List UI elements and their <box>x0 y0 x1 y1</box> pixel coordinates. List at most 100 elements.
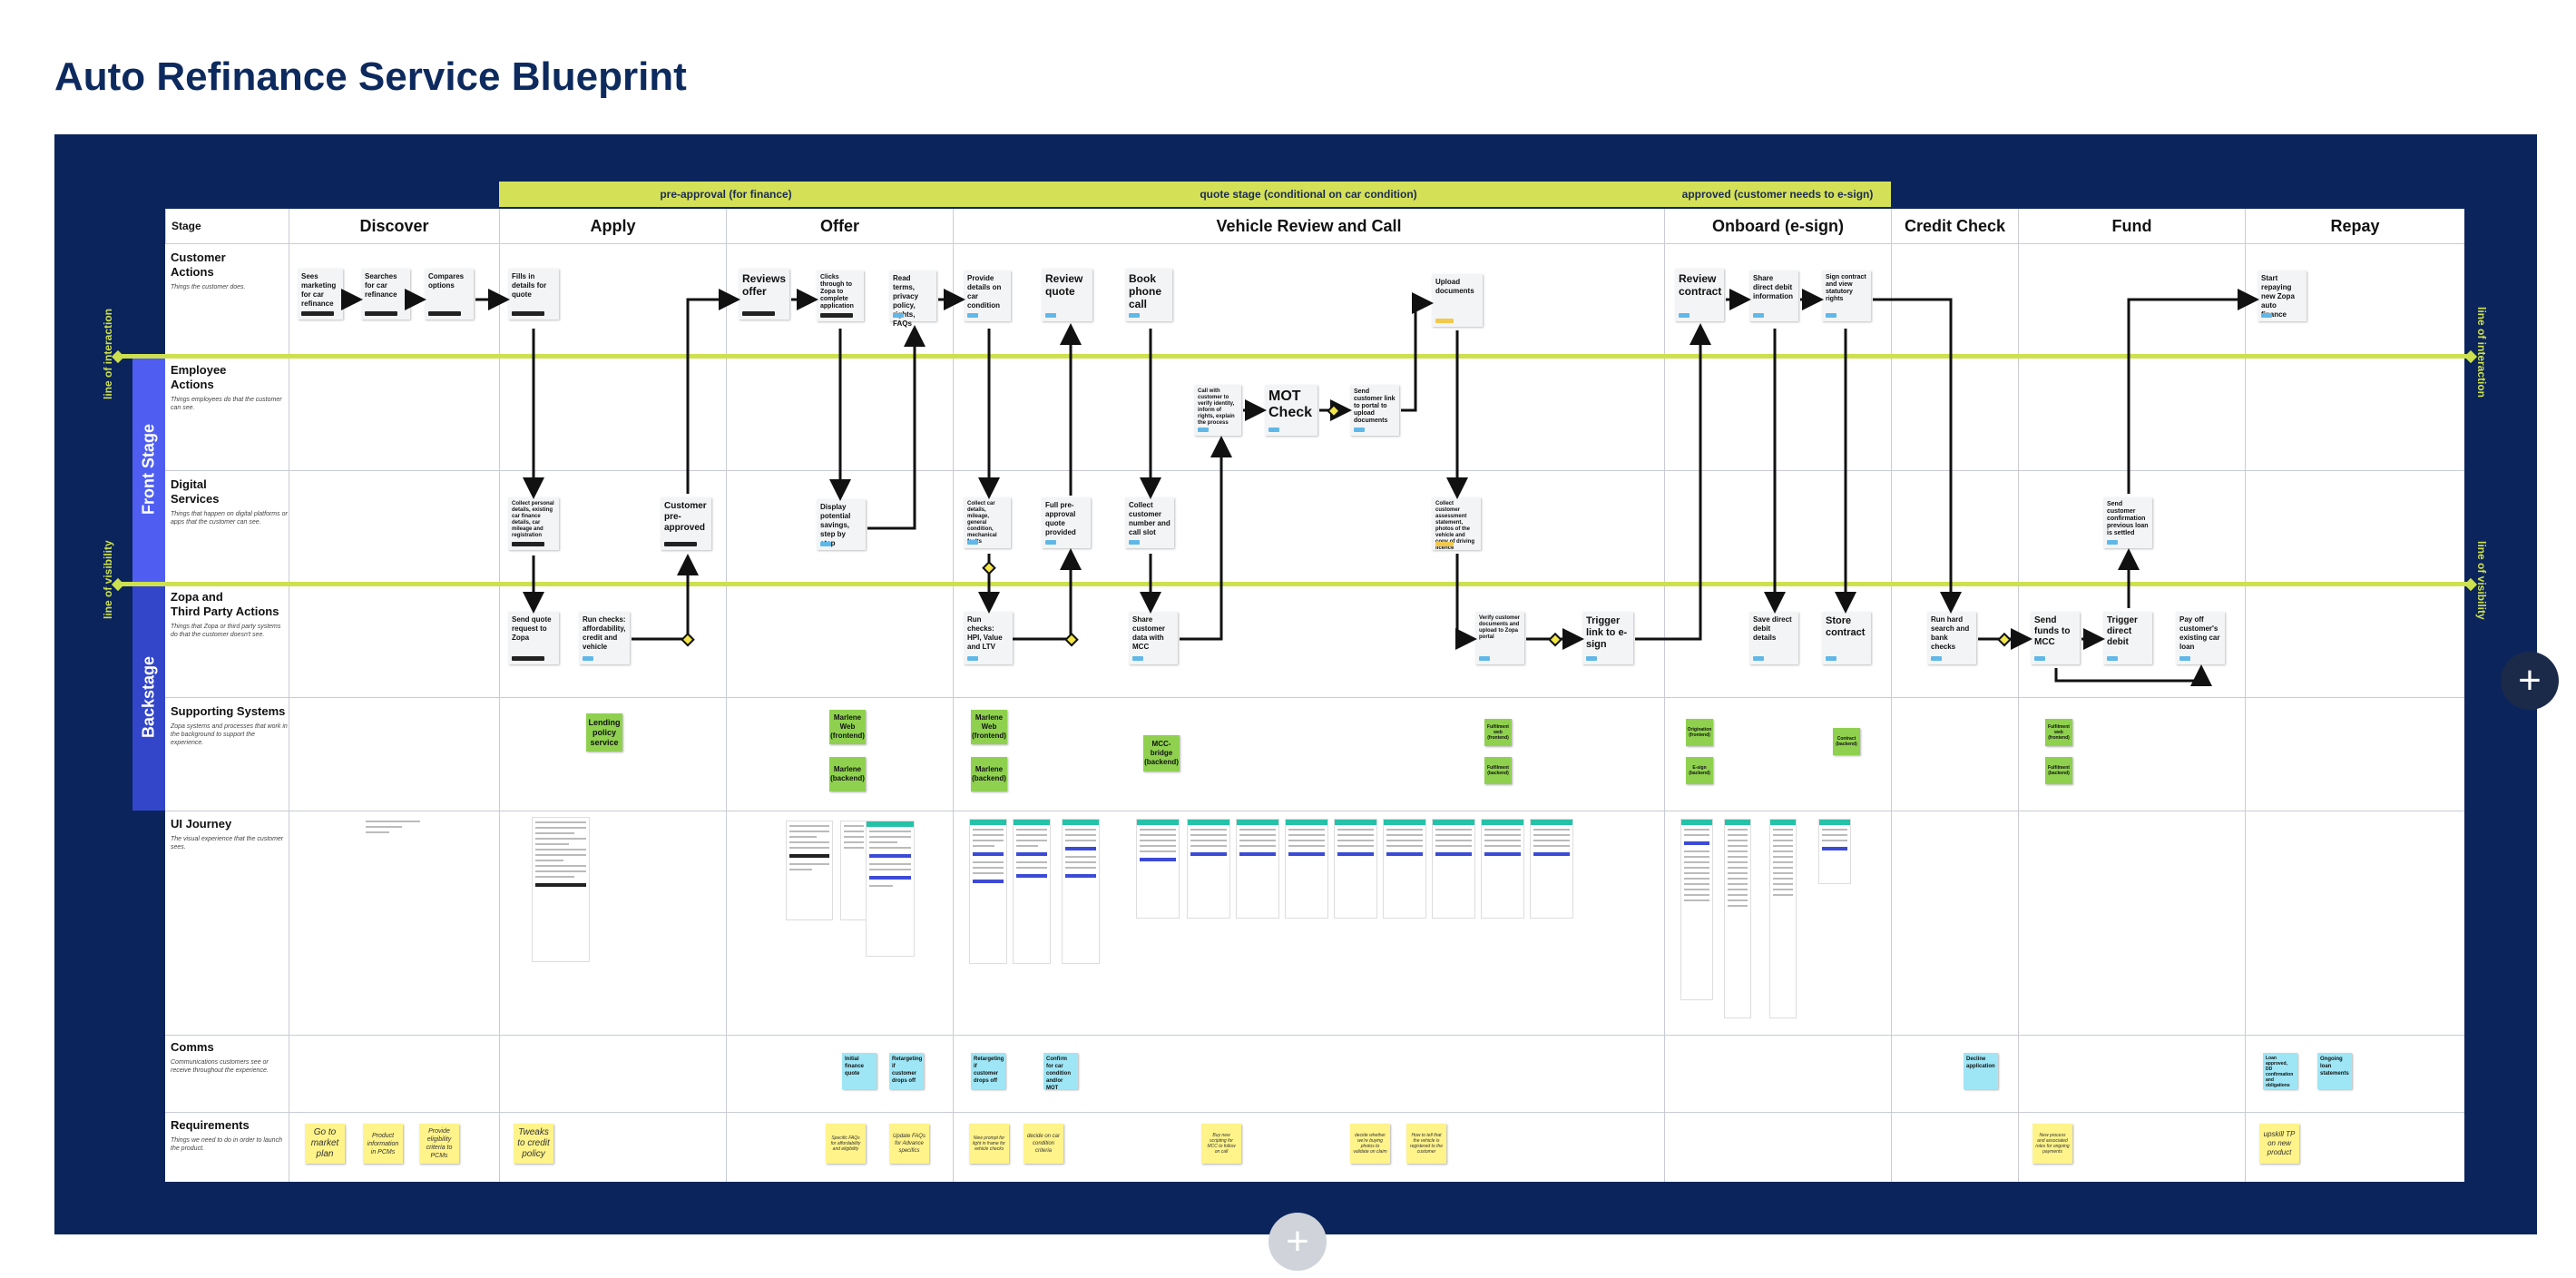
sticky-supporting[interactable]: E-sign (backend) <box>1686 757 1713 784</box>
card-customer-action[interactable]: Start repaying new Zopa auto finance <box>2258 270 2307 321</box>
sticky-supporting[interactable]: Fulfilment (backend) <box>1484 757 1512 784</box>
ui-screen-mockup[interactable] <box>1769 819 1797 1018</box>
sticky-supporting[interactable]: MCC-bridge (backend) <box>1143 735 1180 772</box>
sticky-requirement[interactable]: Tweaks to credit policy <box>514 1124 553 1164</box>
card-digital-service[interactable]: Collect personal details, existing car f… <box>508 497 559 550</box>
ui-screen-mockup[interactable] <box>1432 819 1475 919</box>
card-customer-action[interactable]: Fills in details for quote <box>508 269 559 320</box>
card-digital-service[interactable]: Display potential savings, step by step <box>817 499 866 550</box>
card-digital-service[interactable]: Collect car details, mileage, general co… <box>964 497 1011 548</box>
ui-screen-mockup[interactable] <box>1530 819 1573 919</box>
card-zopa-action[interactable]: Store contract <box>1822 612 1871 664</box>
sticky-supporting[interactable]: Marlene (backend) <box>971 757 1007 791</box>
card-zopa-action[interactable]: Pay off customer's existing car loan <box>2176 612 2225 664</box>
card-digital-service[interactable]: Customer pre-approved <box>661 497 711 550</box>
add-row-plus-icon[interactable]: + <box>1268 1213 1327 1271</box>
card-customer-action[interactable]: Book phone call <box>1125 269 1172 321</box>
card-customer-action[interactable]: Provide details on car condition <box>964 270 1011 321</box>
card-employee-action[interactable]: MOT Check <box>1265 385 1317 436</box>
sticky-supporting[interactable]: Fulfilment web (frontend) <box>1484 719 1512 746</box>
sticky-requirement[interactable]: upskill TP on new product <box>2259 1124 2299 1164</box>
sticky-requirement[interactable]: New prompt for light in frame for vehicl… <box>969 1124 1009 1164</box>
ui-screen-mockup[interactable] <box>1136 819 1180 919</box>
card-employee-action[interactable]: Call with customer to verify identity, i… <box>1194 385 1241 436</box>
card-employee-action[interactable]: Send customer link to portal to upload d… <box>1350 385 1399 436</box>
card-customer-action[interactable]: Searches for car refinance <box>361 269 410 320</box>
sticky-requirement[interactable]: Provide eligibility criteria to PCMs <box>419 1124 459 1164</box>
arrow <box>1013 548 1082 641</box>
sticky-requirement[interactable]: Go to market plan <box>305 1124 345 1164</box>
card-customer-action[interactable]: Sign contract and view statutory rights <box>1822 270 1871 321</box>
sticky-requirement[interactable]: decide on car condition criteria <box>1024 1124 1063 1164</box>
sticky-requirement[interactable]: Specific FAQs for affordability and elig… <box>826 1124 866 1164</box>
sticky-supporting[interactable]: Marlene Web (frontend) <box>971 710 1007 744</box>
card-customer-action[interactable]: Compares options <box>425 269 474 320</box>
card-digital-service[interactable]: Collect customer assessment statement, p… <box>1432 497 1481 551</box>
sticky-supporting[interactable]: Marlene Web (frontend) <box>829 710 866 744</box>
card-zopa-action[interactable]: Send funds to MCC <box>2031 612 2080 664</box>
card-customer-action[interactable]: Reviews offer <box>739 269 789 320</box>
stage-discover: Discover <box>289 209 499 243</box>
sticky-comms[interactable]: Ongoing loan statements <box>2317 1053 2352 1089</box>
ui-screen-mockup[interactable] <box>866 821 915 957</box>
card-customer-action[interactable]: Sees marketing for car refinance <box>298 269 343 320</box>
ui-screen-mockup[interactable] <box>786 821 833 920</box>
card-zopa-action[interactable]: Run checks: HPI, Value and LTV <box>964 612 1013 664</box>
card-digital-service[interactable]: Full pre-approval quote provided <box>1042 497 1091 548</box>
sticky-comms[interactable]: Decline application <box>1964 1053 1998 1089</box>
ui-screen-mockup[interactable] <box>1236 819 1279 919</box>
sticky-requirement[interactable]: New process and associated roles for ong… <box>2032 1124 2072 1164</box>
card-zopa-action[interactable]: Send quote request to Zopa <box>508 612 559 664</box>
card-digital-service[interactable]: Send customer confirmation previous loan… <box>2103 497 2152 548</box>
ui-screen-mockup[interactable] <box>532 817 590 962</box>
ui-screen-mockup[interactable] <box>1334 819 1377 919</box>
ui-screen-mockup[interactable] <box>1285 819 1328 919</box>
sticky-comms[interactable]: Retargeting if customer drops off <box>971 1053 1005 1089</box>
sticky-supporting[interactable]: Origination (frontend) <box>1686 719 1713 746</box>
front-stage-bar: Front Stage <box>132 356 165 583</box>
sticky-comms[interactable]: Initial finance quote <box>842 1053 877 1089</box>
card-zopa-action[interactable]: Run checks: affordability, credit and ve… <box>579 612 630 664</box>
stage-onboard: Onboard (e-sign) <box>1664 209 1891 243</box>
sticky-requirement[interactable]: decide whether we're buying photos to va… <box>1350 1124 1390 1164</box>
ui-screen-mockup[interactable] <box>1062 819 1100 964</box>
card-customer-action[interactable]: Upload documents <box>1432 274 1483 327</box>
card-zopa-action[interactable]: Trigger direct debit <box>2103 612 2152 664</box>
row-divider <box>165 697 2464 698</box>
ui-screen-mockup[interactable] <box>1481 819 1524 919</box>
row-divider <box>165 470 2464 471</box>
sticky-supporting[interactable]: Contract (backend) <box>1833 728 1860 755</box>
card-zopa-action[interactable]: Save direct debit details <box>1749 612 1798 664</box>
add-column-plus-icon[interactable]: + <box>2501 652 2559 710</box>
card-zopa-action[interactable]: Verify customer documents and upload to … <box>1475 612 1524 664</box>
sticky-requirement[interactable]: How to tell that the vehicle is register… <box>1406 1124 1446 1164</box>
ui-screen-mockup[interactable] <box>363 817 423 853</box>
sticky-comms[interactable]: Retargeting if customer drops off <box>889 1053 924 1089</box>
sticky-supporting[interactable]: Fulfilment (backend) <box>2045 757 2072 784</box>
ui-screen-mockup[interactable] <box>1680 819 1713 1000</box>
ui-screen-mockup[interactable] <box>1383 819 1426 919</box>
card-zopa-action[interactable]: Share customer data with MCC <box>1129 612 1178 664</box>
card-customer-action[interactable]: Share direct debit information <box>1749 270 1798 321</box>
ui-screen-mockup[interactable] <box>1724 819 1751 1018</box>
sticky-requirement[interactable]: Buy new scripting for MCC to follow on c… <box>1201 1124 1241 1164</box>
card-customer-action[interactable]: Clicks through to Zopa to complete appli… <box>817 270 864 321</box>
card-customer-action[interactable]: Read terms, privacy policy, rights, FAQs <box>889 270 936 328</box>
card-zopa-action[interactable]: Run hard search and bank checks <box>1927 612 1976 664</box>
ui-screen-mockup[interactable] <box>1818 819 1851 884</box>
ui-screen-mockup[interactable] <box>969 819 1007 964</box>
card-digital-service[interactable]: Collect customer number and call slot <box>1125 497 1174 548</box>
sticky-comms[interactable]: Confirm for car condition and/or MOT <box>1043 1053 1078 1091</box>
card-zopa-action[interactable]: Trigger link to e-sign <box>1582 612 1633 664</box>
sticky-supporting[interactable]: Lending policy service <box>586 713 622 752</box>
sticky-supporting[interactable]: Fulfilment web (frontend) <box>2045 719 2072 746</box>
sticky-supporting[interactable]: Marlene (backend) <box>829 757 866 791</box>
sticky-comms[interactable]: Loan approved, DD confirmation and oblig… <box>2263 1053 2297 1089</box>
card-customer-action[interactable]: Review contract <box>1675 269 1724 321</box>
ui-screen-mockup[interactable] <box>1013 819 1051 964</box>
sticky-requirement[interactable]: Update FAQs for Advance specifics <box>889 1124 929 1164</box>
ui-screen-mockup[interactable] <box>1187 819 1230 919</box>
sticky-requirement[interactable]: Product information in PCMs <box>363 1124 403 1164</box>
card-customer-action[interactable]: Review quote <box>1042 269 1092 321</box>
col-divider <box>1664 209 1665 1182</box>
